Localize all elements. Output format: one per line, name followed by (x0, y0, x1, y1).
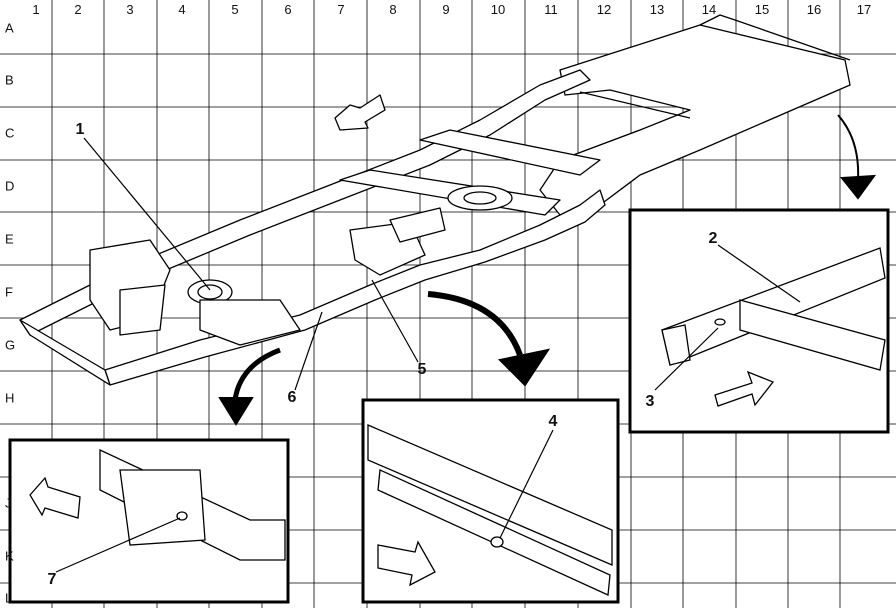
col-label-5: 5 (231, 2, 239, 17)
inset-left-detail (29, 448, 286, 561)
row-label-g: G (5, 337, 16, 353)
col-label-12: 12 (596, 2, 612, 17)
row-label-d: D (5, 178, 15, 194)
col-label-4: 4 (178, 2, 186, 17)
row-label-a: A (5, 20, 14, 36)
col-label-13: 13 (649, 2, 665, 17)
callout-6: 6 (287, 389, 297, 406)
row-label-e: E (5, 231, 14, 247)
row-label-c: C (5, 125, 15, 141)
col-label-2: 2 (74, 2, 82, 17)
col-label-7: 7 (337, 2, 345, 17)
row-label-h: H (5, 390, 15, 406)
chassis-frame-illustration (19, 14, 851, 386)
row-label-k: K (5, 548, 14, 564)
col-label-9: 9 (442, 2, 450, 17)
callout-3: 3 (645, 393, 655, 410)
row-label-f: F (5, 284, 13, 300)
col-label-17: 17 (856, 2, 872, 17)
col-label-3: 3 (126, 2, 134, 17)
row-label-j: J (5, 495, 12, 511)
col-label-15: 15 (754, 2, 770, 17)
col-label-8: 8 (389, 2, 397, 17)
row-label-l: L (5, 590, 13, 606)
col-label-16: 16 (806, 2, 822, 17)
col-label-6: 6 (284, 2, 292, 17)
callout-4: 4 (548, 413, 558, 430)
col-label-11: 11 (544, 2, 558, 17)
callout-5: 5 (417, 361, 427, 378)
col-label-10: 10 (490, 2, 506, 17)
col-label-14: 14 (701, 2, 717, 17)
row-label-b: B (5, 72, 14, 88)
leader-lines (55, 137, 801, 573)
curved-arrows (218, 114, 877, 426)
callout-7: 7 (47, 571, 57, 588)
col-label-1: 1 (32, 2, 40, 17)
callout-1: 1 (75, 121, 85, 138)
inset-center-detail (367, 424, 613, 596)
inset-right-detail (661, 247, 886, 407)
callout-2: 2 (708, 230, 718, 247)
